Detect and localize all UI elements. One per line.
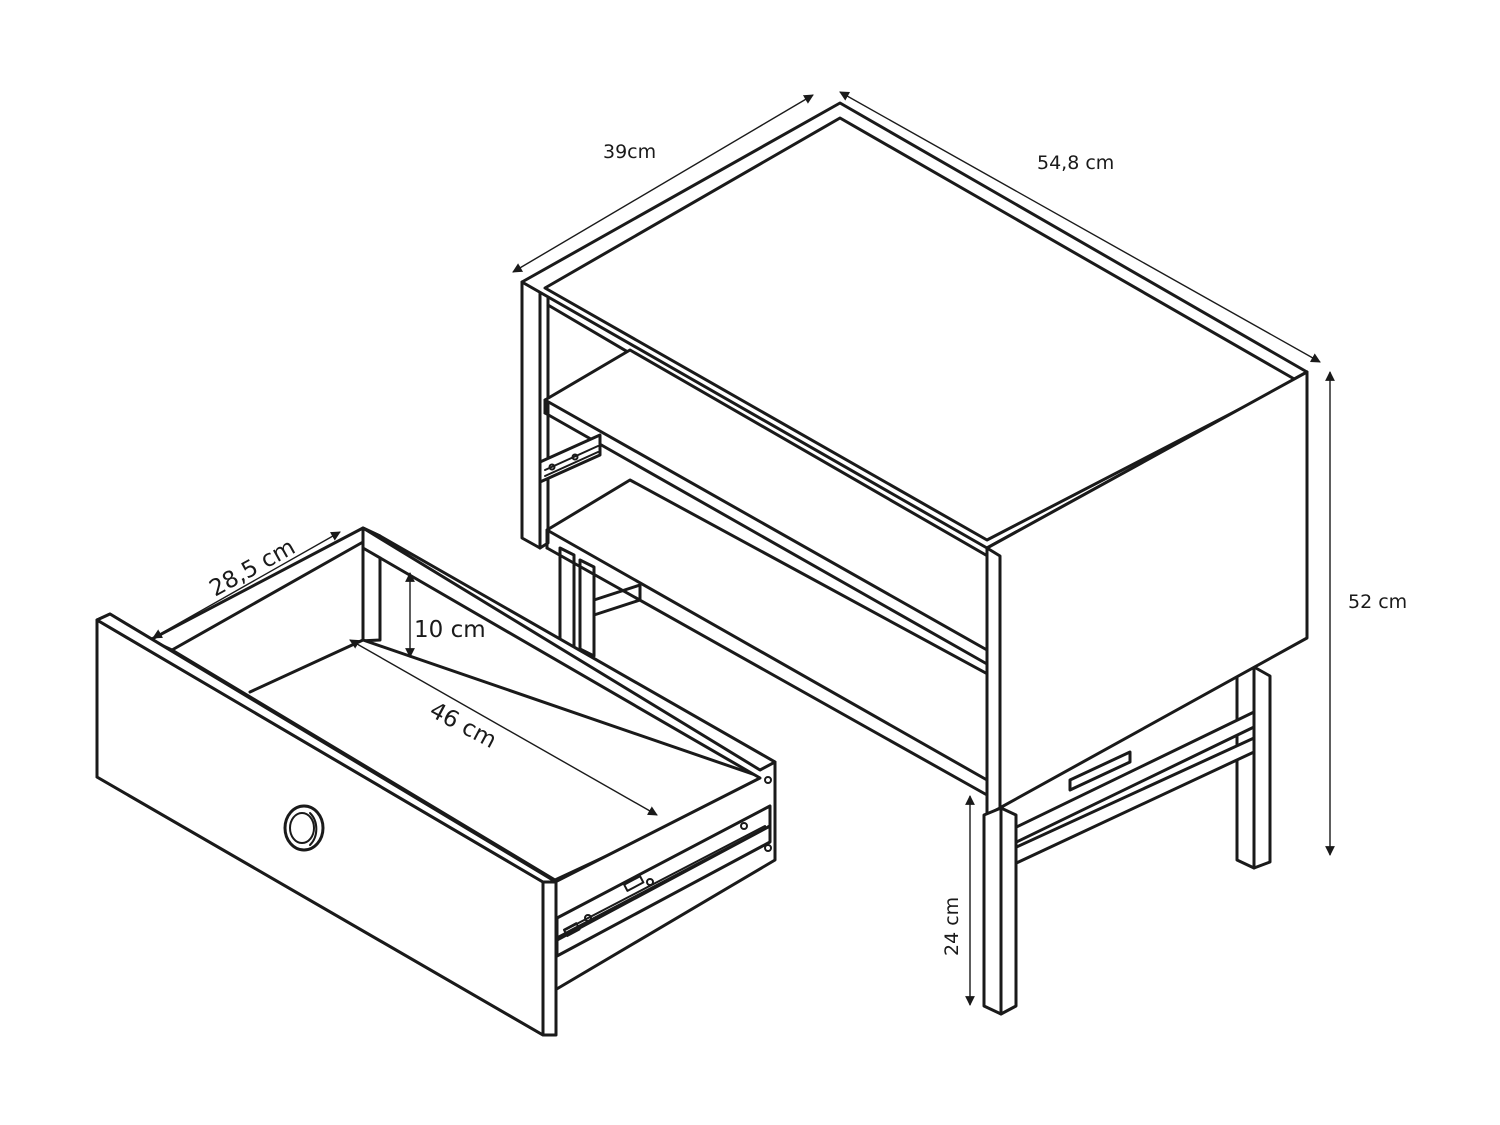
dimline-width: [839, 91, 1321, 363]
cabinet-front-leg: [982, 806, 1018, 1016]
label-cabinet-depth: 39cm: [603, 141, 656, 163]
label-cabinet-height: 52 cm: [1348, 591, 1407, 613]
label-cabinet-width: 54,8 cm: [1037, 152, 1114, 174]
dimension-lines: [152, 91, 1335, 1006]
cabinet-right-back-leg: [1235, 665, 1272, 870]
cabinet-left-panel: [520, 280, 550, 550]
dimline-drawer-width: [349, 639, 658, 816]
dimline-drawer-depth: [152, 531, 341, 639]
drawer-knob: [283, 804, 325, 852]
drawer-unit: [95, 526, 777, 1037]
label-leg-height: 24 cm: [941, 897, 963, 956]
label-drawer-height: 10 cm: [414, 617, 486, 643]
cabinet-drawer-runner: [538, 433, 602, 484]
drawer-slide-rail: [555, 776, 772, 958]
dimline-depth: [512, 94, 814, 273]
cabinet-right-panel: [985, 370, 1309, 817]
cabinet-rear-crossbar: [592, 583, 642, 617]
